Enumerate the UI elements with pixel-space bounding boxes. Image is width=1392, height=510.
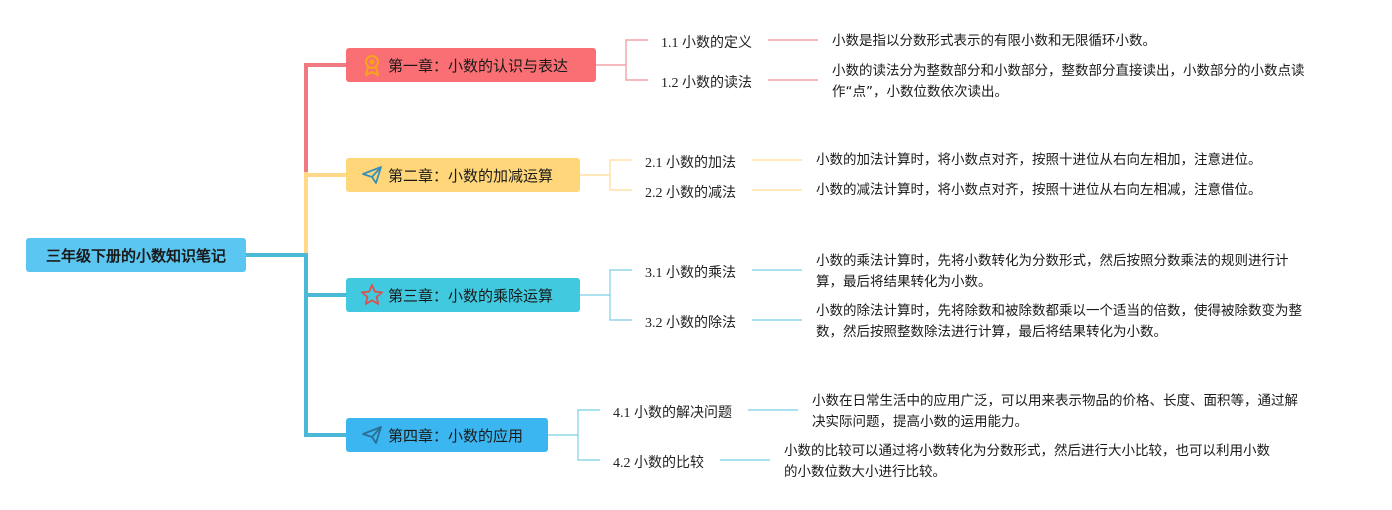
topic-2-2[interactable]: 2.2 小数的减法 bbox=[645, 186, 736, 201]
link-root-ch1 bbox=[246, 63, 346, 257]
topic-4-1-desc: 小数在日常生活中的应用广泛，可以用来表示物品的价格、长度、面积等，通过解决实际问… bbox=[812, 393, 1298, 430]
topic-2-2-desc: 小数的减法计算时，将小数点对齐，按照十进位从右向左相减，注意借位。 bbox=[816, 182, 1262, 198]
link-root-ch4 bbox=[304, 295, 346, 437]
topic-2-1[interactable]: 2.1 小数的加法 bbox=[645, 156, 736, 171]
topic-1-1[interactable]: 1.1 小数的定义 bbox=[661, 36, 752, 51]
chapter-1-title: 第一章：小数的认识与表达 bbox=[388, 56, 569, 75]
topic-1-2[interactable]: 1.2 小数的读法 bbox=[661, 76, 752, 91]
chapter-2-title: 第二章：小数的加减运算 bbox=[388, 166, 554, 185]
chapter-3-node[interactable]: 第三章：小数的乘除运算 bbox=[346, 278, 580, 312]
link-ch1-topics bbox=[596, 39, 648, 81]
star-icon bbox=[360, 283, 384, 307]
root-node[interactable]: 三年级下册的小数知识笔记 bbox=[26, 238, 246, 272]
topic-4-2[interactable]: 4.2 小数的比较 bbox=[613, 456, 704, 471]
award-icon bbox=[360, 53, 384, 77]
topic-3-1[interactable]: 3.1 小数的乘法 bbox=[645, 266, 736, 281]
topic-2-1-desc: 小数的加法计算时，将小数点对齐，按照十进位从右向左相加，注意进位。 bbox=[816, 152, 1262, 168]
link-root-ch3 bbox=[246, 253, 346, 297]
topic-3-1-desc: 小数的乘法计算时，先将小数转化为分数形式，然后按照分数乘法的规则进行计算，最后将… bbox=[816, 253, 1289, 290]
topic-3-2-desc: 小数的除法计算时，先将除数和被除数都乘以一个适当的倍数，使得被除数变为整数，然后… bbox=[816, 303, 1302, 340]
link-ch3-topics bbox=[580, 269, 632, 321]
chapter-2-node[interactable]: 第二章：小数的加减运算 bbox=[346, 158, 580, 192]
chapter-1-node[interactable]: 第一章：小数的认识与表达 bbox=[346, 48, 596, 82]
paper-plane-icon bbox=[360, 163, 384, 187]
link-ch4-topics bbox=[548, 409, 600, 461]
topic-1-1-desc: 小数是指以分数形式表示的有限小数和无限循环小数。 bbox=[832, 33, 1156, 49]
paper-plane-icon bbox=[360, 423, 384, 447]
topic-4-2-desc: 小数的比较可以通过将小数转化为分数形式，然后进行大小比较，也可以利用小数的小数位… bbox=[784, 443, 1270, 480]
link-ch2-topics bbox=[580, 159, 632, 191]
topic-1-2-desc: 小数的读法分为整数部分和小数部分，整数部分直接读出，小数部分的小数点读作“点”，… bbox=[832, 63, 1305, 100]
chapter-4-title: 第四章：小数的应用 bbox=[388, 426, 524, 445]
topic-4-1[interactable]: 4.1 小数的解决问题 bbox=[613, 406, 732, 421]
root-title: 三年级下册的小数知识笔记 bbox=[45, 246, 226, 265]
chapter-3-title: 第三章：小数的乘除运算 bbox=[388, 286, 554, 305]
topic-3-2[interactable]: 3.2 小数的除法 bbox=[645, 316, 736, 331]
chapter-4-node[interactable]: 第四章：小数的应用 bbox=[346, 418, 548, 452]
